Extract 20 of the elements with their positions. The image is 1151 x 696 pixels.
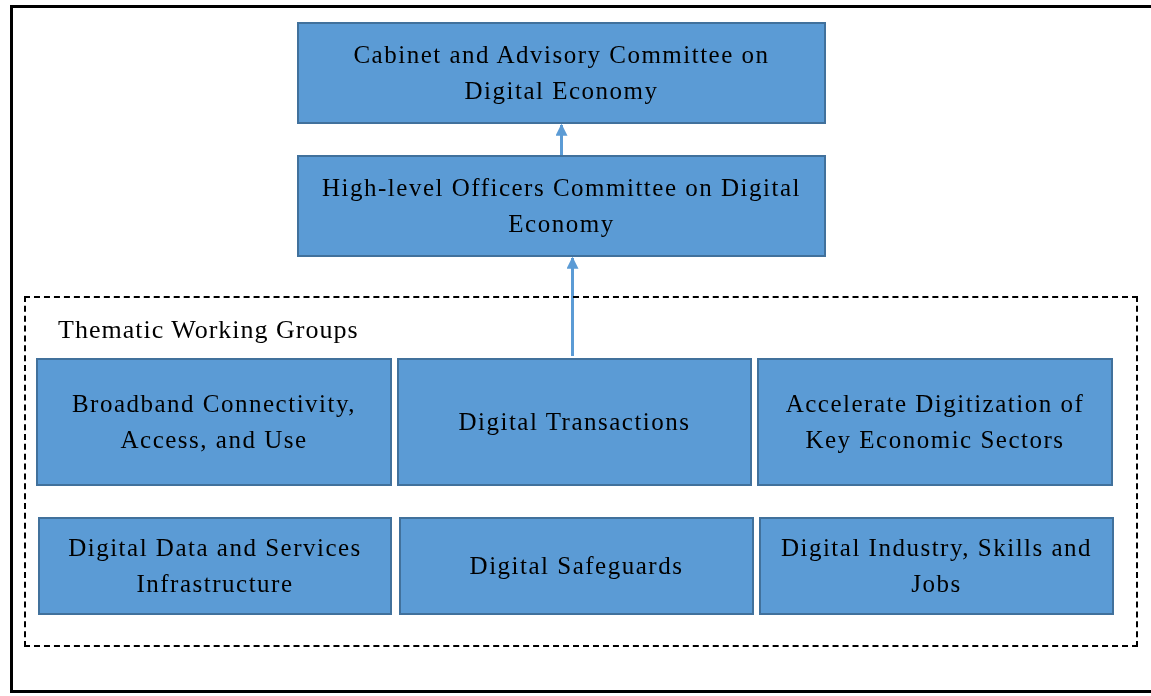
- box-text: Digital Data and Services Infrastructure: [67, 533, 363, 599]
- committee-box: [297, 22, 826, 124]
- arrow: [566, 256, 579, 356]
- committee-box: [38, 517, 392, 615]
- box-text: Digital Transactions: [458, 407, 691, 437]
- box-text: Broadband Connectivity, Access, and Use: [70, 389, 358, 455]
- box-text: Cabinet and Advisory Committee on Digital Economy: [352, 40, 771, 106]
- box-text: High-level Officers Committee on Digital Economy: [321, 173, 802, 239]
- committee-box: [759, 517, 1114, 615]
- committee-box: [397, 358, 752, 486]
- committee-box: [757, 358, 1113, 486]
- group-heading: Thematic Working Groups: [58, 314, 359, 346]
- committee-box: [36, 358, 392, 486]
- committee-box: [399, 517, 754, 615]
- box-text: Digital Safeguards: [469, 551, 684, 581]
- box-text: Accelerate Digitization of Key Economic Sectors: [784, 389, 1086, 455]
- arrow: [555, 123, 568, 155]
- dashed-group-frame: [24, 296, 1138, 647]
- committee-box: [297, 155, 826, 257]
- box-text: Digital Industry, Skills and Jobs: [779, 533, 1094, 599]
